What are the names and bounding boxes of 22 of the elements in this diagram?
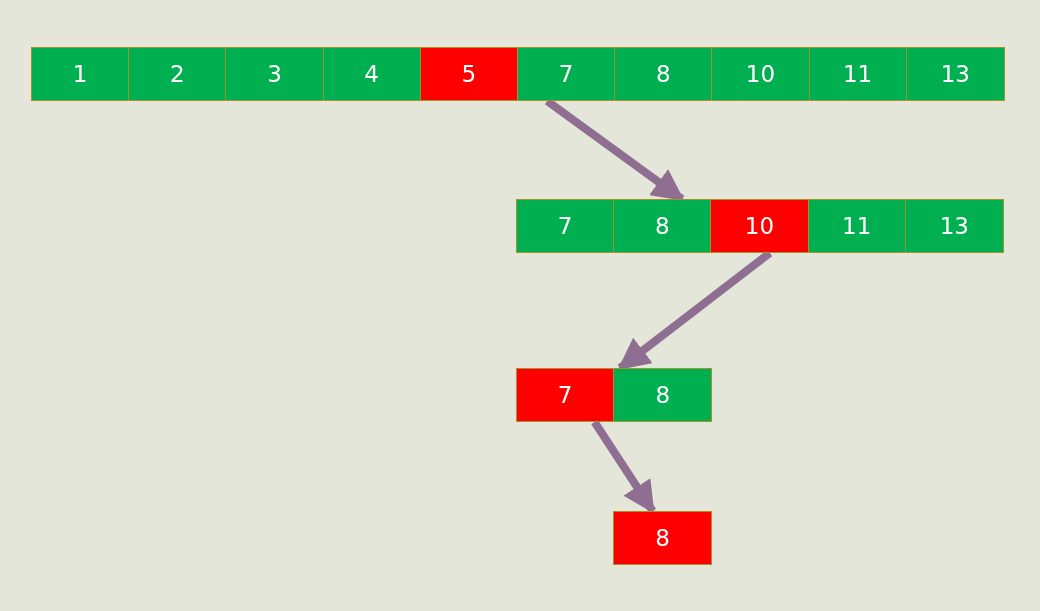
array-strip [516, 368, 713, 422]
number-cell: 8 [614, 200, 712, 252]
number-cell: 10 [711, 200, 809, 252]
number-cell: 11 [808, 200, 906, 252]
number-cell: 8 [614, 369, 712, 421]
number-cell: 10 [712, 48, 810, 100]
number-cell: 7 [517, 200, 615, 252]
number-cell: 8 [615, 48, 713, 100]
array-strip [516, 199, 1004, 253]
number-cell: 3 [226, 48, 324, 100]
number-cell: 4 [323, 48, 421, 100]
number-cell: 7 [517, 369, 615, 421]
number-cell: 2 [129, 48, 227, 100]
number-cell: 5 [420, 48, 518, 100]
number-cell: 13 [906, 48, 1004, 100]
number-cell: 8 [614, 512, 712, 564]
array-strip [31, 47, 1005, 101]
number-cell: 7 [517, 48, 616, 100]
number-cell: 1 [32, 48, 130, 100]
number-cell: 11 [809, 48, 907, 100]
number-cell: 13 [905, 200, 1003, 252]
arrow [591, 419, 657, 514]
